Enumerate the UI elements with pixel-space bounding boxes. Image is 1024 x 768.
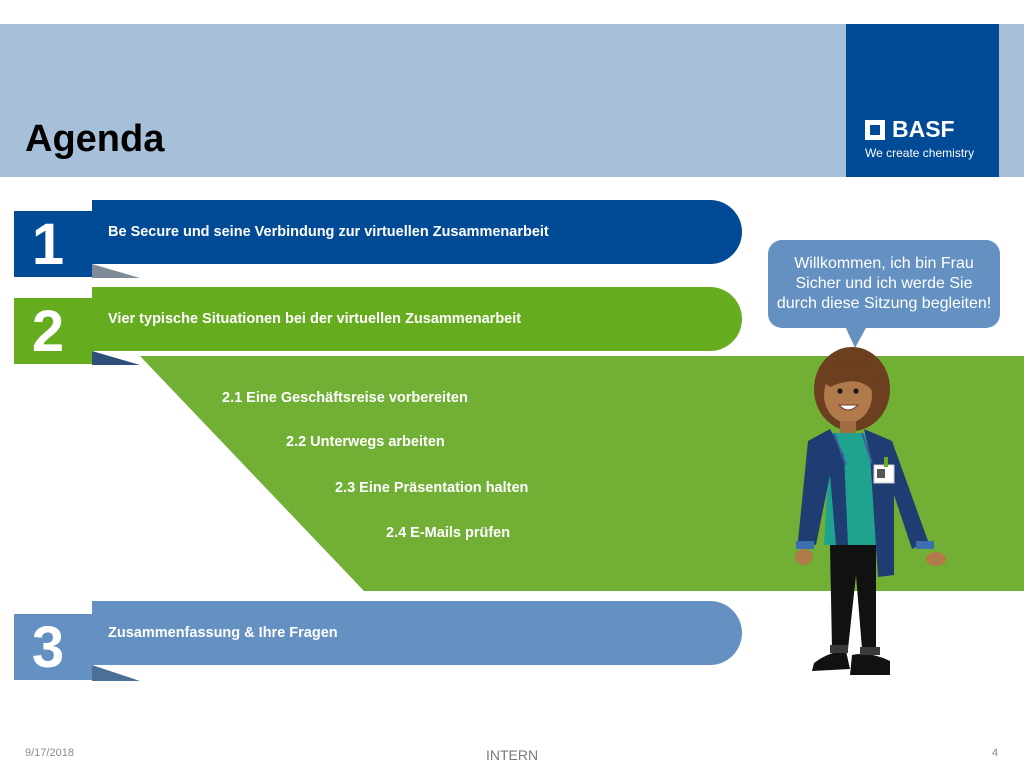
agenda-subitem-2-4[interactable]: 2.4 E-Mails prüfen	[386, 525, 511, 541]
fold-shadow-2	[92, 351, 140, 365]
footer-classification: INTERN	[486, 747, 539, 763]
speech-bubble: Willkommen, ich bin Frau Sicher und ich …	[768, 240, 1000, 328]
presenter-illustration-icon	[795, 347, 946, 675]
page-title: Agenda	[25, 118, 165, 160]
logo-wordmark: BASF	[892, 116, 955, 142]
agenda-item-3[interactable]: Zusammenfassung & Ihre Fragen	[92, 601, 742, 665]
agenda-number-1: 1	[14, 211, 92, 277]
footer-date: 9/17/2018	[25, 747, 74, 759]
agenda-item-2[interactable]: Vier typische Situationen bei der virtue…	[92, 287, 742, 351]
basf-logo-mark-icon	[865, 120, 885, 140]
logo-tagline: We create chemistry	[865, 146, 975, 160]
fold-shadow-3	[92, 665, 140, 681]
agenda-item-1[interactable]: Be Secure und seine Verbindung zur virtu…	[92, 200, 742, 264]
fold-shadow-1	[92, 264, 140, 278]
basf-logo: BASF We create chemistry	[846, 24, 999, 177]
agenda-subitem-2-1[interactable]: 2.1 Eine Geschäftsreise vorbereiten	[222, 390, 468, 406]
speech-bubble-tail	[845, 326, 867, 348]
footer-page-number: 4	[992, 747, 999, 759]
agenda-subitem-2-3[interactable]: 2.3 Eine Präsentation halten	[335, 480, 529, 496]
agenda-number-3: 3	[14, 614, 92, 680]
agenda-number-2: 2	[14, 298, 92, 364]
agenda-subitem-2-2[interactable]: 2.2 Unterwegs arbeiten	[286, 434, 445, 450]
